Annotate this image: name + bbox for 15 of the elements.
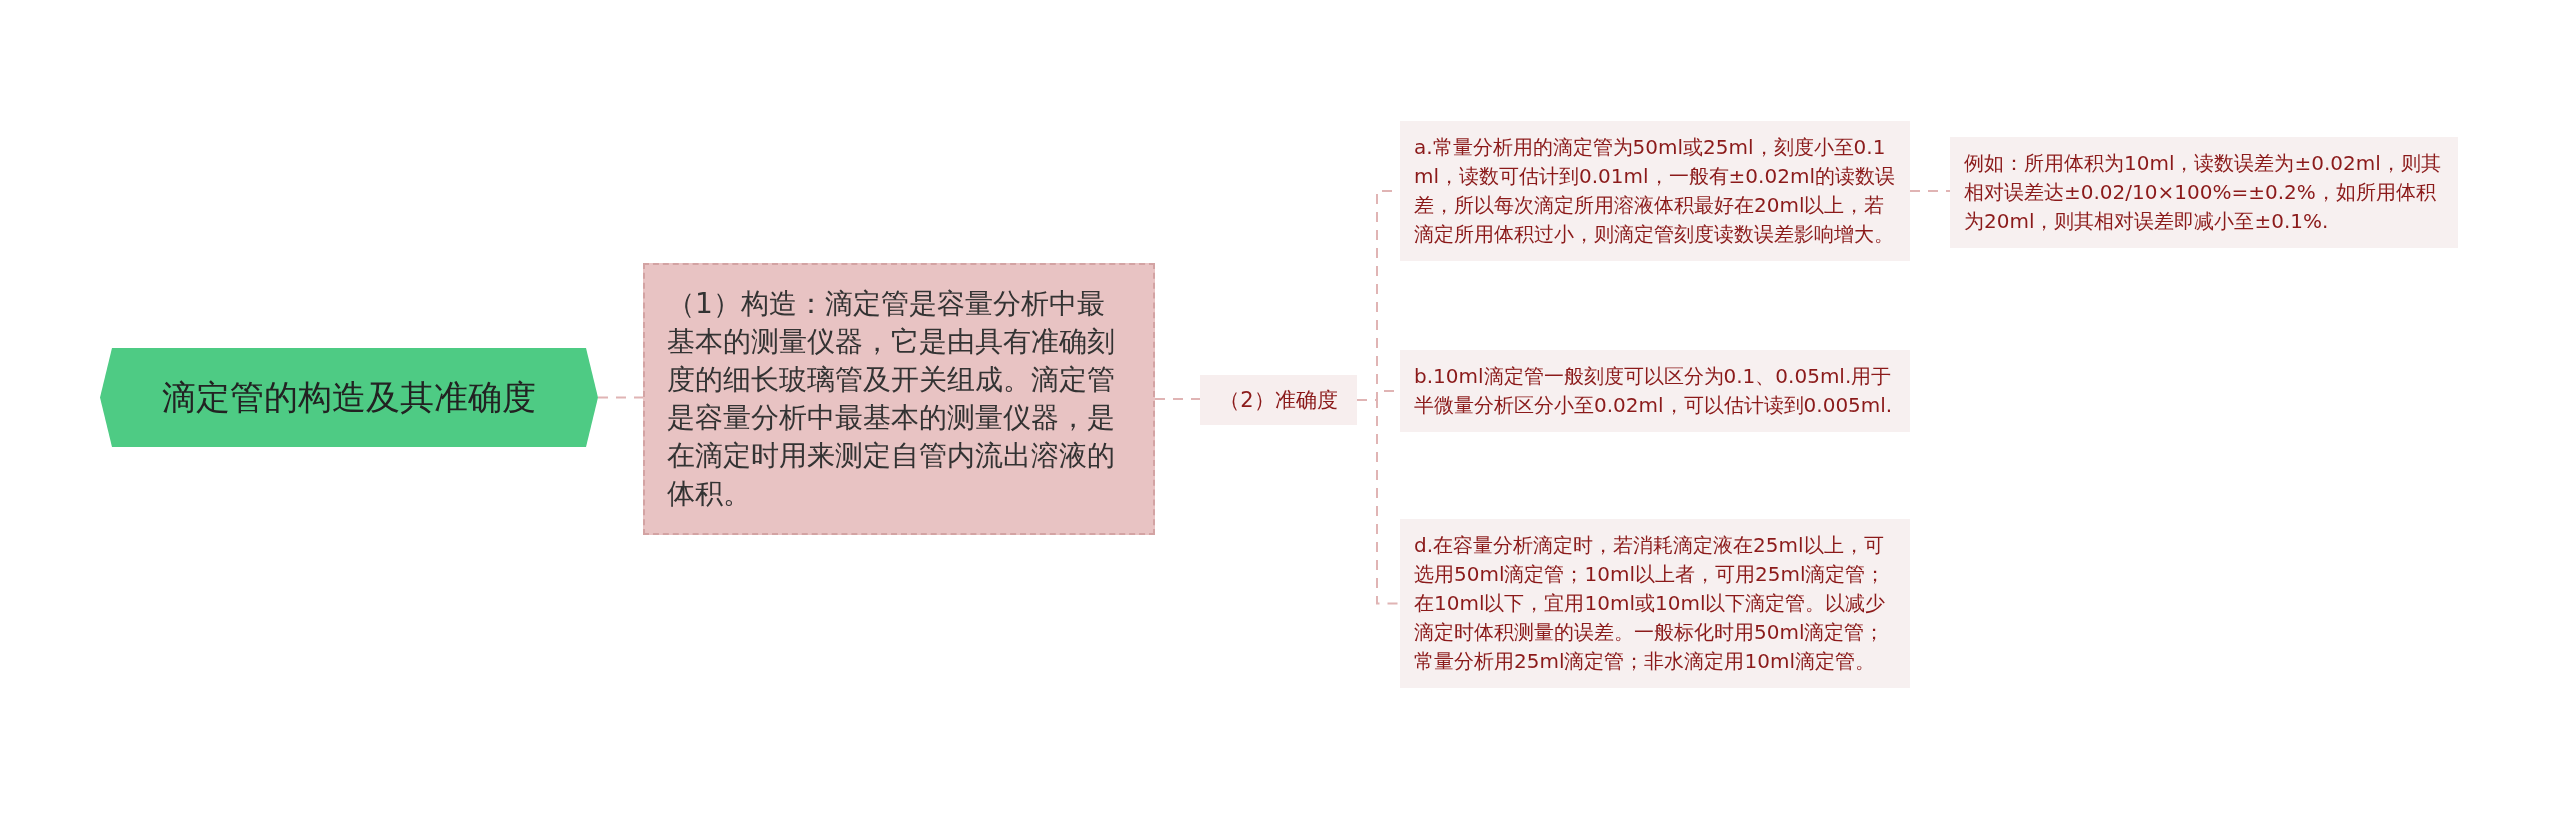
connector-line — [1909, 190, 1951, 192]
node-text: d.在容量分析滴定时，若消耗滴定液在25ml以上，可选用50ml滴定管；10ml以上者，可用25ml滴定管；在10ml以下，宜用10ml或10ml以下滴定管。以减少滴定时体积测量的误差。一般标化时用50ml滴定管；常量分析用25ml滴定管；非水滴定用10ml滴定管。 — [1414, 531, 1887, 675]
topic-box — [643, 263, 1155, 535]
connector-line — [597, 396, 644, 399]
topic-box — [1950, 136, 2458, 248]
connector-line — [1356, 399, 1401, 605]
node-text: a.常量分析用的滴定管为50ml或25ml，刻度小至0.1ml，读数可估计到0.01ml，一般有±0.02ml的读数误差，所以每次滴定所用溶液体积最好在20ml以上，若滴定所用体积过小，则滴定管刻度读数误差影响增大。 — [1414, 134, 1896, 248]
node-text: 例如：所用体积为10ml，读数误差为±0.02ml，则其相对误差达±0.02/10×100%=±0.2%，如所用体积为20ml，则其相对误差即减小至±0.1%. — [1964, 149, 2442, 235]
node-text: b.10ml滴定管一般刻度可以区分为0.1、0.05ml.用于半微量分析区分小至0.02ml，可以估计读到0.005ml. — [1414, 363, 1894, 419]
topic-box — [1200, 375, 1357, 425]
node-text: （2）准确度 — [1218, 387, 1339, 413]
connector-line — [1154, 398, 1201, 400]
node-text: 滴定管的构造及其准确度 — [161, 376, 537, 419]
node-text: （1）构造：滴定管是容量分析中最基本的测量仪器，它是由具有准确刻度的细长玻璃管及开关组成。滴定管是容量分析中最基本的测量仪器，是在滴定时用来测定自管内流出溶液的体积。 — [667, 286, 1116, 512]
topic-box — [1400, 121, 1910, 261]
